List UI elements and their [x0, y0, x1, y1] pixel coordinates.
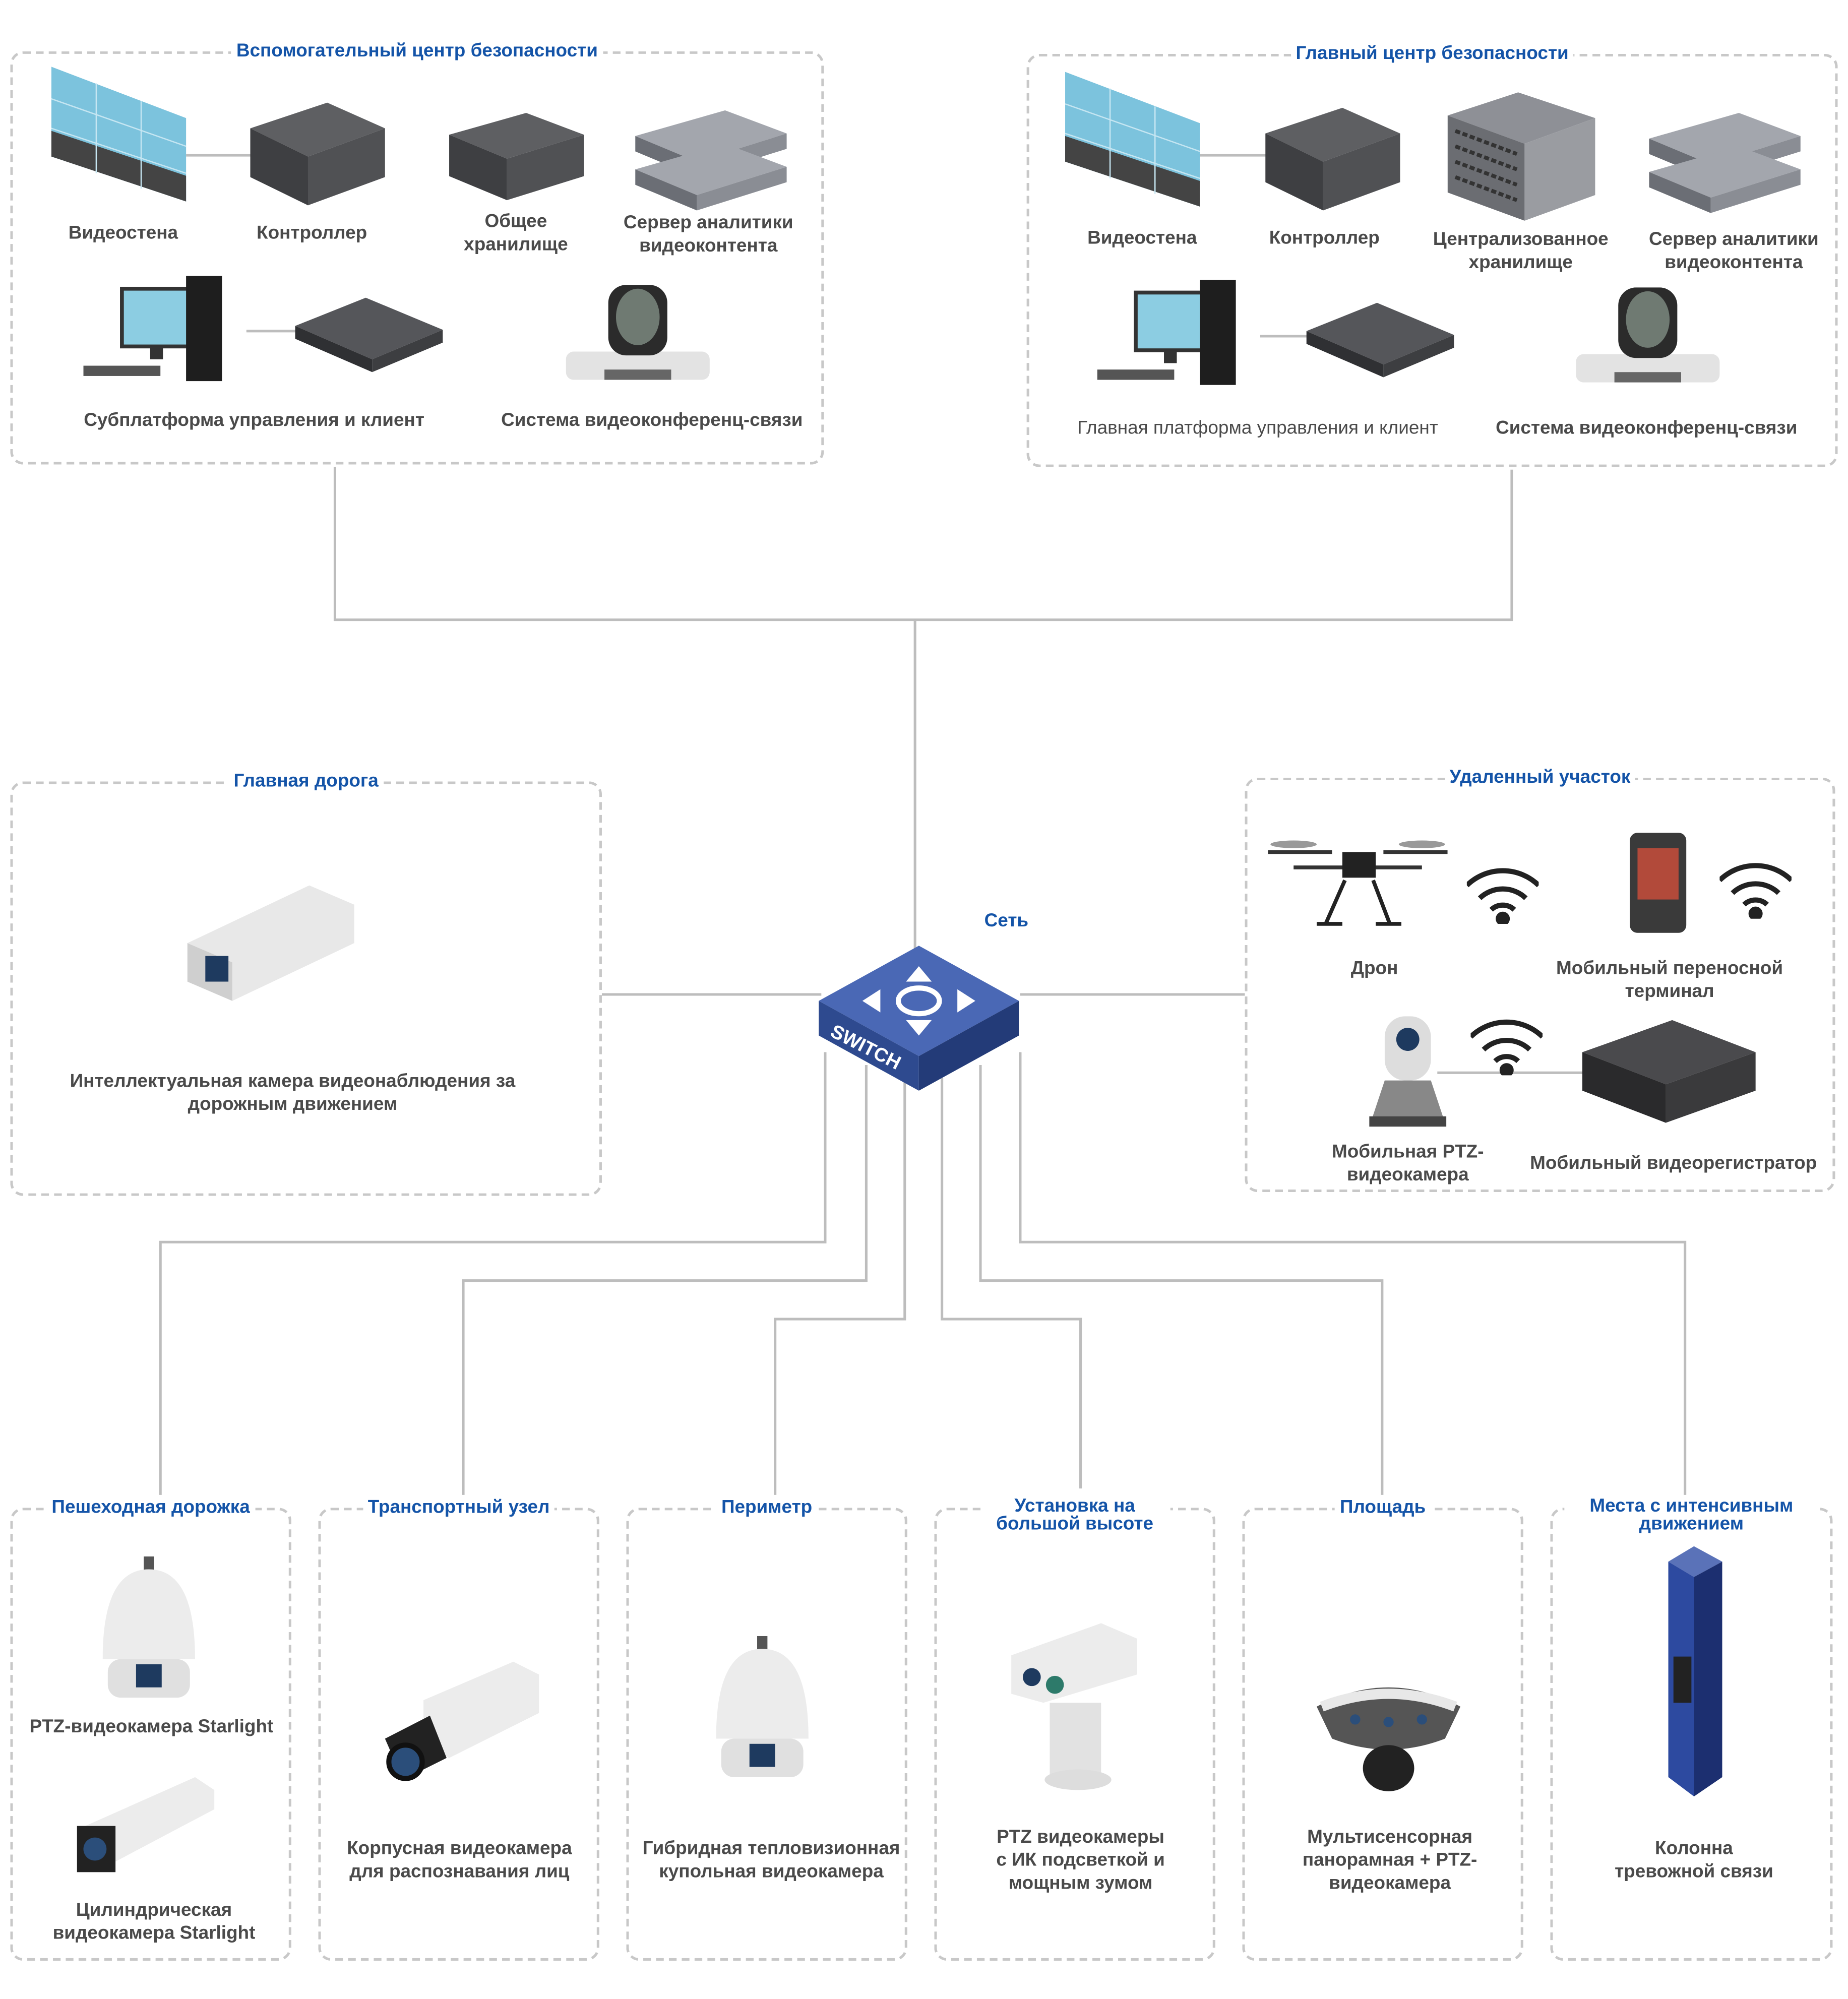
label-shared-storage: Общее хранилище — [464, 212, 568, 256]
label-alarm-column: Колонна тревожной связи — [1615, 1839, 1773, 1883]
central-storage-image — [1447, 92, 1595, 221]
main-platform-image — [1306, 302, 1454, 378]
mobile-ptz-image — [1369, 1016, 1447, 1127]
label-controller: Контроллер — [257, 223, 367, 244]
label-bullet-starlight: Цилиндрическая видеокамера Starlight — [52, 1900, 256, 1944]
line-centers — [333, 467, 1513, 621]
box-camera-image — [385, 1662, 545, 1784]
shared-storage-image — [449, 113, 584, 201]
handheld-terminal-image — [1630, 833, 1687, 933]
main-road-zone: Главная дорога — [10, 772, 602, 1196]
label-traffic-camera: Интеллектуальная камера видеонаблюдения … — [70, 1071, 516, 1115]
zone-title: Установка на большой высоте — [979, 1497, 1170, 1534]
ptz-starlight-image — [102, 1556, 195, 1698]
label-subplatform: Субплатформа управления и клиент — [84, 410, 424, 431]
zone-title: Транспортный узел — [362, 1498, 555, 1518]
label-videowall: Видеостена — [68, 223, 178, 244]
client-pc-image — [83, 276, 227, 386]
aux-security-center: Вспомогательный центр безопасности — [10, 42, 824, 465]
label-videoconf: Система видеоконференц-связи — [501, 410, 803, 431]
label-box-camera: Корпусная видеокамера для распознавания … — [347, 1839, 572, 1883]
controller-image — [250, 102, 385, 206]
controller-image — [1265, 107, 1400, 211]
line-square — [979, 1065, 1384, 1495]
label-multisensor: Мультисенсорная панорамная + PTZ-видеока… — [1302, 1827, 1477, 1894]
zone-heavy-traffic: Места с интенсивным движением — [1550, 1497, 1833, 1961]
label-analytics-server: Сервер аналитики видеоконтента — [623, 213, 793, 257]
bullet-starlight-image — [77, 1777, 215, 1872]
ptz-ir-image — [1011, 1623, 1137, 1790]
videowall-image — [51, 67, 187, 202]
videoconf-image — [1576, 287, 1720, 383]
line-perimeter — [774, 1078, 906, 1495]
label-central-storage: Централизованное хранилище — [1433, 229, 1609, 274]
switch-image: SWITCH — [819, 946, 1019, 1091]
main-center-title: Главный центр безопасности — [1290, 44, 1574, 65]
multisensor-camera-image — [1316, 1687, 1461, 1791]
zone-high-altitude: Установка на большой высоте — [934, 1497, 1215, 1961]
label-thermal-dome: Гибридная тепловизионная купольная видео… — [642, 1839, 900, 1883]
line-transport — [462, 1065, 868, 1495]
label-ptz-ir: PTZ видеокамеры с ИК подсветкой и мощным… — [996, 1827, 1165, 1894]
label-main-platform: Главная платформа управления и клиент — [1077, 418, 1438, 439]
remote-site-title: Удаленный участок — [1444, 768, 1636, 788]
client-pc-image — [1097, 280, 1241, 390]
videowall-image — [1065, 72, 1201, 208]
traffic-camera-image — [187, 885, 354, 1001]
label-mobile-nvr: Мобильный видеорегистратор — [1530, 1153, 1817, 1174]
label-controller: Контроллер — [1269, 228, 1380, 249]
label-drone: Дрон — [1350, 958, 1398, 979]
main-security-center: Главный центр безопасности — [1026, 44, 1838, 467]
label-ptz-starlight: PTZ-видеокамера Starlight — [29, 1717, 274, 1738]
label-analytics-server: Сервер аналитики видеоконтента — [1648, 229, 1819, 274]
thermal-dome-image — [716, 1636, 809, 1777]
zone-transport-hub: Транспортный узел — [318, 1498, 599, 1961]
zone-pedestrian: Пешеходная дорожка — [10, 1498, 291, 1961]
aux-center-title: Вспомогательный центр безопасности — [231, 42, 603, 62]
wifi-icon — [1467, 862, 1539, 924]
zone-title: Периметр — [716, 1498, 818, 1518]
zone-title: Площадь — [1334, 1498, 1431, 1518]
drone-image — [1268, 840, 1448, 926]
label-videoconf: Система видеоконференц-связи — [1496, 418, 1798, 439]
remote-site-zone: Удаленный участок — [1245, 768, 1835, 1193]
label-mobile-ptz: Мобильная PTZ-видеокамера — [1331, 1142, 1484, 1186]
zone-title: Места с интенсивным движением — [1564, 1497, 1819, 1534]
analytics-server-image — [1649, 113, 1801, 213]
analytics-server-image — [635, 110, 787, 211]
mobile-nvr-image — [1582, 1020, 1756, 1123]
wifi-icon — [1470, 1014, 1543, 1075]
label-handheld-terminal: Мобильный переносной терминал — [1556, 958, 1783, 1003]
zone-title: Пешеходная дорожка — [46, 1498, 255, 1518]
alarm-column-image — [1668, 1546, 1722, 1797]
network-label: Сеть — [984, 911, 1029, 932]
line-traffic — [1019, 1052, 1687, 1495]
zone-perimeter: Периметр — [626, 1498, 907, 1961]
zone-square: Площадь — [1242, 1498, 1523, 1961]
label-videowall: Видеостена — [1087, 228, 1197, 249]
videoconf-image — [566, 285, 710, 380]
main-road-title: Главная дорога — [228, 772, 384, 792]
line-pedestrian — [159, 1052, 827, 1495]
line-height — [941, 1078, 1082, 1489]
subplatform-image — [295, 297, 443, 372]
wifi-icon — [1719, 857, 1792, 919]
